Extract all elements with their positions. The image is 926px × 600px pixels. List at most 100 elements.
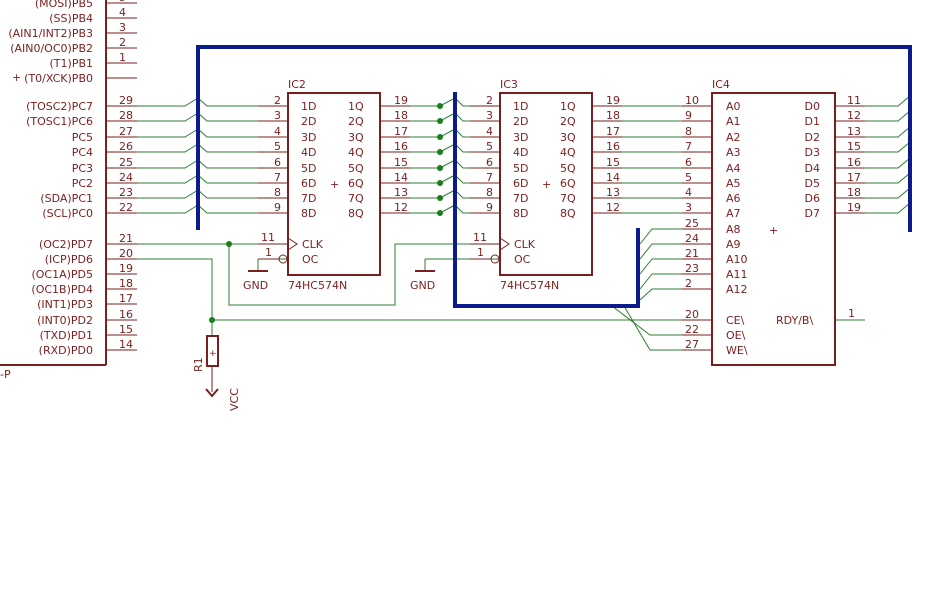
ic4-a-pin-label: A7 [726,207,741,220]
junction-dot [437,195,443,201]
ic4-d-pin-number: 13 [847,125,861,138]
ic4-a-pin-number: 6 [685,156,692,169]
junction-dot [437,149,443,155]
ic3-q-pin-label: 7Q [560,192,576,205]
ic2-d-bus-wire [197,159,258,169]
ic3-q-pin-label: 1Q [560,100,576,113]
ic3-d-bus-wire [454,112,470,122]
ic2-clk-num: 11 [261,231,275,244]
ic2-q-pin-label: 7Q [348,192,364,205]
junction-dot [437,103,443,109]
mcu-pin-number: 4 [119,6,126,19]
ic4-a-pin-label: A3 [726,146,741,159]
ic3-gnd-label: GND [410,279,435,292]
ic3-q-pin-number: 18 [606,109,620,122]
ic4-a-pin-label: A10 [726,253,748,266]
ic2-q-pin-label: 5Q [348,162,364,175]
a10-wire [639,258,712,275]
ic4-a-pin-number: 23 [685,262,699,275]
ic2-q-bus-wire [410,159,456,169]
ic2-name: IC2 [288,78,306,91]
mcu-pin-label: (OC1B)PD4 [31,283,93,296]
mcu-pin-label: (OC2)PD7 [39,238,93,251]
ic4-d-pin-number: 12 [847,109,861,122]
ic2-d-pin-number: 5 [274,140,281,153]
ic2-d-pin-number: 3 [274,109,281,122]
r1-resistor: + R1 VCC [192,335,241,411]
ic3-oc-bubble [490,254,500,264]
ic4-d-pin-label: D1 [805,115,820,128]
mcu-pin-label: (AIN1/INT2)PB3 [8,27,93,40]
mcu-pin-label: (INT1)PD3 [37,298,93,311]
ic4-data-wires [865,95,911,214]
ic2-q-bus-wire [410,189,456,199]
address-bus [453,92,640,308]
mcu-pin-number: 28 [119,109,133,122]
ic3-q-pin-number: 15 [606,156,620,169]
ic4-a-pin-label: A4 [726,162,741,175]
ic3-d-pin-label: 7D [513,192,528,205]
ic2-q-pin-label: 8Q [348,207,364,220]
ic3-d-pin-label: 4D [513,146,528,159]
ic2-d-pin-number: 7 [274,171,281,184]
ic2-q-pin-label: 2Q [348,115,364,128]
junction-dot [437,118,443,124]
mcu-pin-number: 16 [119,308,133,321]
ic3-d-bus-wire [454,189,470,199]
ic2-d-pin-label: 5D [301,162,316,175]
ic2-q-pin-number: 16 [394,140,408,153]
ic4-ctrl-pin-label: WE\ [726,344,748,357]
ic2-d-pin-label: 3D [301,131,316,144]
ic4-d-pin-number: 19 [847,201,861,214]
data-buses [196,45,912,308]
ic3-d-bus-wire [454,204,470,214]
mcu-pin-label: PC2 [72,177,93,190]
ic3-clk-num: 11 [473,231,487,244]
ic2-d-bus-wire [197,97,258,107]
ic2-q-pin-number: 13 [394,186,408,199]
ic2-oc-bubble [278,254,288,264]
ic3-q-pin-number: 17 [606,125,620,138]
r1-origin-mark: + [209,349,217,359]
mcu-pin-label: (MOSI)PB5 [35,0,93,10]
ic4-a-pin-label: A9 [726,238,741,251]
mcu-pin-number: 15 [119,323,133,336]
ic2-gnd-label: GND [243,279,268,292]
ic2-q-bus-wire [410,128,456,138]
ic4-rdy-num: 1 [848,307,855,320]
mcu-pin-label: (T0/XCK)PB0 [24,72,93,85]
ic2-q-bus-wire [410,143,456,153]
ic3-q-pin-number: 14 [606,171,620,184]
a8-wire [639,228,712,245]
ic4-a-pin-label: A2 [726,131,741,144]
mcu-pin-label: (ICP)PD6 [45,253,93,266]
ic2-d-pin-number: 8 [274,186,281,199]
ic2-q-pin-label: 3Q [348,131,364,144]
ic4-data-bus-wire [865,187,911,199]
ic4-a-pin-number: 3 [685,201,692,214]
ic2-q-pin-number: 14 [394,171,408,184]
pd6-to-ce-wire [137,258,712,321]
ic2-d-pin-label: 7D [301,192,316,205]
mcu-pin-number: 3 [119,21,126,34]
ic4-a-pin-number: 25 [685,217,699,230]
mcu-origin-mark: + [12,71,21,84]
ic3-d-bus-wire [454,97,470,107]
ic3-q-pin-number: 19 [606,94,620,107]
ic4-a-pin-number: 8 [685,125,692,138]
ic4-a-pin-label: A1 [726,115,741,128]
mcu-pin-label: (RXD)PD0 [39,344,93,357]
ic4-ctrl-pin-number: 27 [685,338,699,351]
ic3-clk-label: CLK [514,238,536,251]
ic3-d-bus-wire [454,128,470,138]
ic4-d-pin-label: D2 [805,131,820,144]
pc-bus-entry-wire [137,97,199,107]
pc-bus-entry-wire [137,143,199,153]
data-bus-top [196,45,912,232]
mcu-pin-label: (T1)PB1 [50,57,93,70]
ic4-data-bus-wire [865,172,911,184]
ic4-d-pin-label: D6 [805,192,820,205]
ic4-a-pin-label: A0 [726,100,741,113]
mcu-pin-number: 24 [119,171,133,184]
